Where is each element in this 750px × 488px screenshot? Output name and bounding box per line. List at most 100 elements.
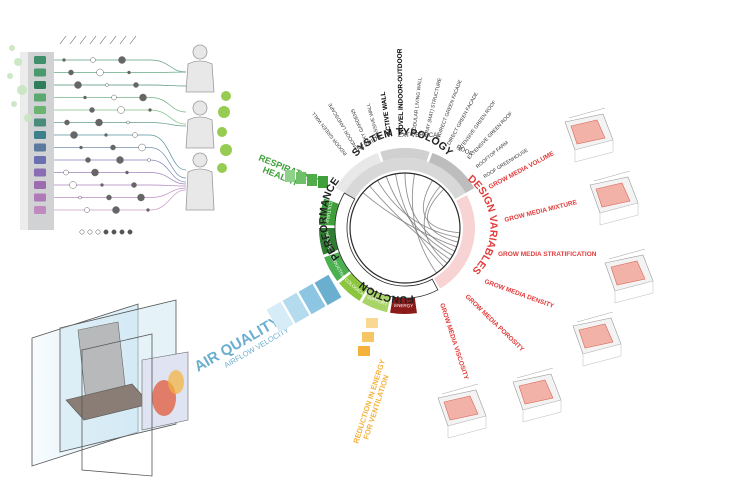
sensor-reading-dot xyxy=(126,120,130,125)
chord-line-4 xyxy=(395,173,445,268)
sensor-reading-dot xyxy=(111,94,117,101)
grow-media-model-thumbnail xyxy=(512,367,562,423)
typology-group-ext-vertical: EXT VERTICAL xyxy=(398,133,441,139)
typology-item: MODULAR LIVING WALL xyxy=(411,77,423,135)
header-tick xyxy=(59,35,67,45)
health-dot xyxy=(221,91,231,101)
sensor-reading-dot xyxy=(90,57,96,63)
typology-item: ACTIVE WALL xyxy=(380,91,393,136)
function-segment-cultural xyxy=(319,198,340,226)
grow-media-model-thumbnail xyxy=(437,383,487,439)
sensor-reading-dot xyxy=(91,168,99,177)
chord-line-8 xyxy=(423,185,448,264)
sensor-column-edge xyxy=(20,52,28,230)
sensor-reading-dot xyxy=(89,107,95,113)
respiratory-square-1 xyxy=(285,170,295,182)
sensor-reading-dot xyxy=(104,133,108,137)
health-data-panel xyxy=(7,35,232,235)
sensor-swatch xyxy=(34,106,46,114)
ring-typology-interior xyxy=(335,152,382,193)
energy-square-1 xyxy=(366,318,378,328)
sensor-swatch xyxy=(34,81,46,89)
sensor-reading-dot xyxy=(110,144,116,151)
grow-media-model-thumbnail xyxy=(564,107,614,163)
health-dot xyxy=(220,144,232,156)
ring-function-inner xyxy=(334,192,439,299)
sensor-reading-dot xyxy=(96,68,104,77)
sensor-link xyxy=(54,134,187,171)
sensor-reading-dot xyxy=(112,206,120,214)
function-label-cultural: CULTURAL xyxy=(324,201,333,225)
health-dot xyxy=(218,106,230,118)
chord-line-10 xyxy=(385,176,453,256)
sensor-reading-dot xyxy=(95,118,103,127)
chord-line-9 xyxy=(427,188,459,243)
sensor-reading-dot xyxy=(106,194,112,201)
typology-item: NOVEL INDOOR-OUTDOOR xyxy=(397,48,406,134)
health-indicator-dots xyxy=(7,45,232,173)
sensor-swatch xyxy=(34,56,46,64)
respiratory-square-3 xyxy=(307,174,317,186)
typology-item: INDOOR GREEN WALL xyxy=(311,110,349,156)
sensor-reading-dot xyxy=(148,108,152,112)
sensor-link xyxy=(54,59,187,73)
sensor-reading-dot xyxy=(117,106,125,114)
energy-square-3 xyxy=(358,346,370,356)
function-segment-energy xyxy=(390,296,417,314)
legend-dot xyxy=(111,229,117,235)
chord-line-3 xyxy=(377,180,460,238)
sensor-reading-dot xyxy=(125,170,129,175)
design-variable-label: GROW MEDIA STRATIFICATION xyxy=(498,251,597,258)
sensor-reading-dot xyxy=(69,181,77,189)
air-bar-4 xyxy=(314,274,342,306)
velocity-midzone xyxy=(168,370,184,394)
sensor-swatch xyxy=(34,181,46,189)
sensor-reading-dot xyxy=(63,169,69,176)
sensor-reading-dot xyxy=(84,207,90,213)
header-tick xyxy=(129,35,137,45)
panel-header-glyphs xyxy=(59,35,137,45)
legend-dot xyxy=(95,229,101,235)
sensor-swatch xyxy=(34,193,46,202)
design-variable-label: GROW MEDIA DENSITY xyxy=(483,278,555,310)
sensor-link xyxy=(54,84,187,87)
energy-square-2 xyxy=(362,332,374,342)
sensor-swatch xyxy=(34,68,46,77)
human-figure-bottom xyxy=(185,152,215,211)
legend-dot xyxy=(103,229,109,235)
sensor-reading-dot xyxy=(118,56,126,64)
sensor-link xyxy=(54,172,187,185)
legend-dot xyxy=(87,229,93,235)
ring-typology-roof xyxy=(428,152,475,193)
sensor-reading-dot xyxy=(127,70,131,75)
function-label-energy: ENERGY xyxy=(394,303,413,308)
air-quality-outcome: AIR QUALITY AIRFLOW VELOCITY xyxy=(192,274,342,375)
panel-legend xyxy=(79,229,133,235)
sensor-reading-dot xyxy=(70,131,78,139)
sensor-reading-dot xyxy=(100,183,104,187)
header-tick xyxy=(99,35,107,45)
sensor-column xyxy=(28,52,54,230)
grow-media-model-thumbnail xyxy=(589,170,639,226)
legend-dot xyxy=(127,229,133,235)
header-tick xyxy=(69,35,77,45)
sensor-link xyxy=(54,147,187,179)
sensor-reading-dot xyxy=(116,156,124,164)
sensor-link xyxy=(54,184,187,187)
ring-typology-ext-vertical xyxy=(380,148,430,162)
sensor-reading-dot xyxy=(74,81,82,89)
respiratory-square-2 xyxy=(296,172,306,184)
air-bar-1 xyxy=(266,301,294,333)
human-figure-middle xyxy=(185,100,215,149)
sensor-reading-dot xyxy=(137,193,145,202)
header-tick xyxy=(109,35,117,45)
health-dot xyxy=(217,163,227,173)
sensor-reading-dot xyxy=(133,82,139,88)
design-variable-label: GROW MEDIA POROSITY xyxy=(464,293,526,353)
sensor-link xyxy=(54,97,187,113)
sensor-link xyxy=(54,122,187,127)
sensor-reading-dot xyxy=(105,83,109,87)
sensor-reading-dot xyxy=(64,119,70,126)
health-dot xyxy=(9,45,15,51)
